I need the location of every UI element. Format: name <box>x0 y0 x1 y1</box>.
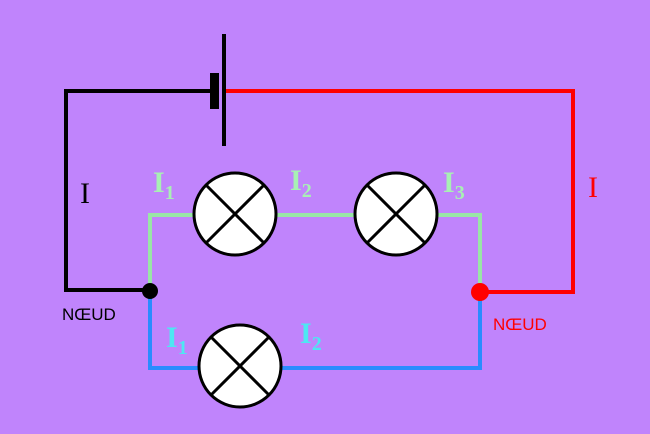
wire-green-upper <box>148 213 482 292</box>
main-current-left-label: I <box>80 177 90 210</box>
node-right-label: NŒUD <box>493 315 547 334</box>
wire-black-left <box>64 89 210 292</box>
lower-current-2-base: I <box>300 317 312 350</box>
lower-current-1-base: I <box>166 321 178 354</box>
upper-current-2-label: I2 <box>290 164 312 202</box>
upper-current-3-base: I <box>443 166 455 199</box>
lower-current-1-label: I1 <box>166 321 188 359</box>
lamp-lower <box>197 323 283 409</box>
node-left-label: NŒUD <box>62 305 116 324</box>
lower-current-1-sub: 1 <box>178 337 188 359</box>
upper-current-1-base: I <box>153 166 165 199</box>
lamp-upper-2 <box>353 171 439 257</box>
battery-long-plate <box>222 34 226 146</box>
lower-current-2-sub: 2 <box>312 333 322 355</box>
upper-current-3-label: I3 <box>443 166 465 204</box>
wire-blue-lower <box>148 290 482 370</box>
node-left-dot <box>142 283 158 299</box>
upper-current-2-sub: 2 <box>302 180 312 202</box>
node-right-dot <box>471 283 489 301</box>
lower-current-2-label: I2 <box>300 317 322 355</box>
upper-current-2-base: I <box>290 164 302 197</box>
upper-current-3-sub: 3 <box>455 182 465 204</box>
wire-red-right <box>226 89 575 294</box>
battery-symbol <box>210 34 226 146</box>
main-current-right-label: I <box>588 171 598 204</box>
upper-current-1-sub: 1 <box>165 182 175 204</box>
upper-current-1-label: I1 <box>153 166 175 204</box>
battery-short-plate <box>210 73 219 109</box>
lamp-upper-1 <box>192 171 278 257</box>
